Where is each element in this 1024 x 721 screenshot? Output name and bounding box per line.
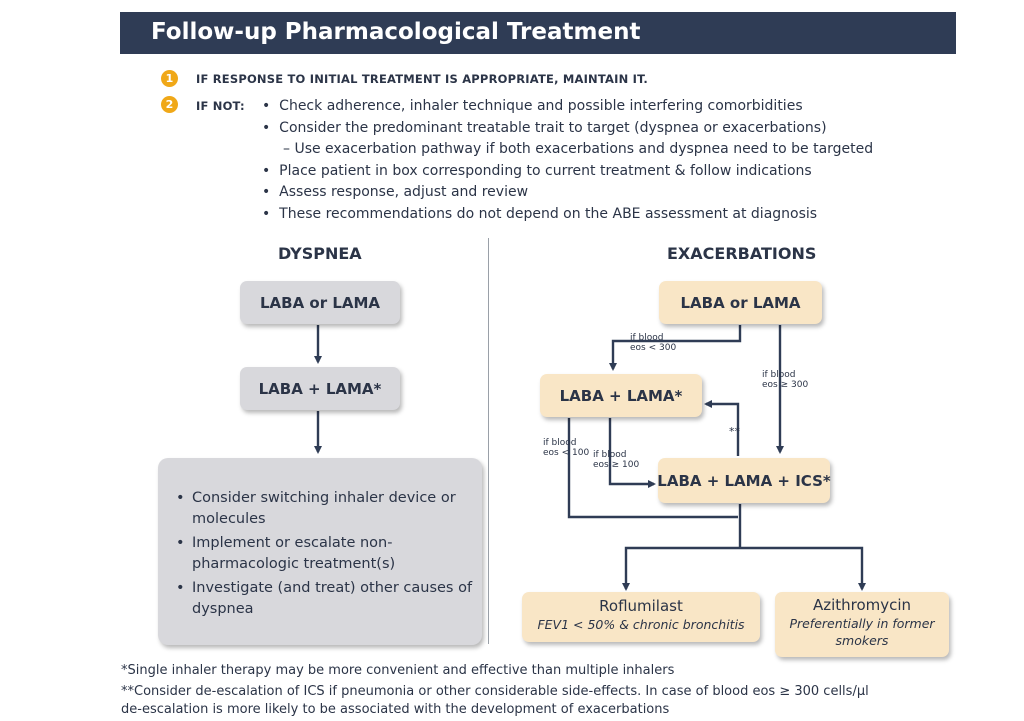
- arrow-eos-ge-100: [608, 418, 656, 488]
- step-2-bullet: • Consider the predominant treatable tra…: [262, 120, 827, 136]
- arrow-to-roflumilast: [622, 546, 740, 591]
- azithromycin-subtitle: Preferentially in former: [789, 616, 935, 631]
- roflumilast-title: Roflumilast: [599, 597, 683, 615]
- footnote-2-line-1: **Consider de-escalation of ICS if pneum…: [121, 684, 869, 699]
- step-2-badge: 2: [161, 96, 178, 113]
- step-2-bullet: • These recommendations do not depend on…: [262, 206, 818, 222]
- column-divider: [488, 238, 489, 644]
- dyspnea-laba-or-lama-box: LABA or LAMA: [240, 281, 400, 324]
- dyspnea-actions-box: •Consider switching inhaler device or mo…: [158, 458, 482, 645]
- step-1-text: IF RESPONSE TO INITIAL TREATMENT IS APPR…: [196, 72, 648, 86]
- arrow-eos-lt-100: [567, 418, 738, 519]
- exacerbations-heading: EXACERBATIONS: [667, 244, 817, 263]
- title-bar: [120, 12, 956, 54]
- azithromycin-box: Azithromycin Preferentially in former sm…: [775, 592, 949, 657]
- arrow-to-azithromycin: [740, 546, 866, 591]
- roflumilast-box: Roflumilast FEV1 < 50% & chronic bronchi…: [522, 592, 760, 642]
- step-2-bullet: • Check adherence, inhaler technique and…: [262, 98, 803, 114]
- step-2-lead: IF NOT:: [196, 99, 245, 113]
- dyspnea-action-item: •Consider switching inhaler device or mo…: [176, 490, 456, 527]
- dyspnea-action-item: •Implement or escalate non-pharmacologic…: [176, 535, 396, 572]
- arrow-eos-lt-300: [609, 325, 742, 371]
- azithromycin-subtitle: smokers: [835, 633, 889, 648]
- exac-laba-lama-ics-box: LABA + LAMA + ICS*: [657, 458, 831, 503]
- step-1-badge: 1: [161, 70, 178, 87]
- exac-laba-or-lama-box: LABA or LAMA: [659, 281, 822, 324]
- page-title: Follow-up Pharmacological Treatment: [151, 19, 641, 45]
- dyspnea-action-item: •Investigate (and treat) other causes of…: [176, 580, 473, 617]
- footnote-1: *Single inhaler therapy may be more conv…: [121, 663, 675, 678]
- azithromycin-title: Azithromycin: [812, 596, 912, 614]
- roflumilast-subtitle: FEV1 < 50% & chronic bronchitis: [537, 617, 745, 632]
- step-2-bullet: • Place patient in box corresponding to …: [262, 163, 812, 179]
- step-2-sub-bullet: – Use exacerbation pathway if both exace…: [283, 141, 874, 157]
- label-double-star: **: [729, 425, 740, 438]
- arrow-de-escalate: [704, 400, 740, 456]
- dyspnea-heading: DYSPNEA: [278, 244, 362, 263]
- exac-laba-lama-box: LABA + LAMA*: [540, 374, 702, 417]
- step-2-bullet: • Assess response, adjust and review: [262, 184, 529, 200]
- footnote-2-line-2: de-escalation is more likely to be assoc…: [121, 702, 670, 717]
- dyspnea-laba-lama-box: LABA + LAMA*: [240, 367, 400, 410]
